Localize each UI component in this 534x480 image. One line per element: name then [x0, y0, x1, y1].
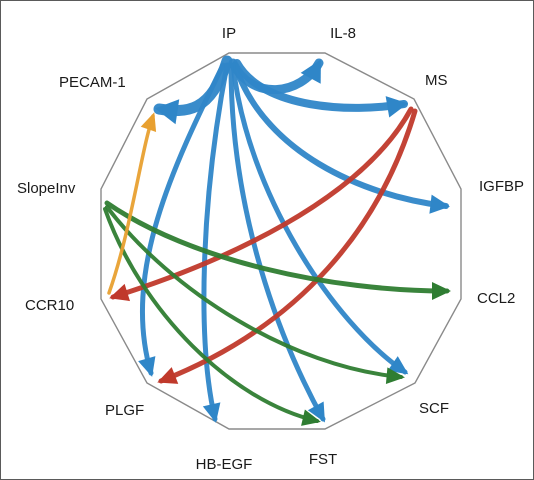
edge-line	[110, 106, 414, 300]
edge-line	[105, 205, 403, 379]
node-label-ccr10: CCR10	[25, 297, 74, 314]
edge-line	[107, 114, 155, 295]
arrowhead	[429, 194, 450, 214]
arrowhead	[138, 356, 156, 377]
node-label-ccl2: CCL2	[477, 290, 515, 307]
edge-line	[158, 108, 418, 384]
arrowhead	[155, 99, 180, 125]
node-label-igfbp: IGFBP	[479, 178, 524, 195]
edge-ip-to-plgf	[138, 62, 226, 377]
edge-line	[139, 62, 226, 376]
edge-line	[104, 200, 450, 294]
node-label-hbegf: HB-EGF	[196, 456, 253, 473]
arrowhead	[109, 283, 131, 302]
edge-layer	[103, 55, 451, 426]
arrowhead	[385, 96, 408, 118]
edge-slopeinv-to-ccl2	[104, 200, 451, 300]
edge-ip-to-scf	[230, 62, 409, 375]
node-label-plgf: PLGF	[105, 402, 144, 419]
edge-ip-to-pecam1	[153, 55, 233, 125]
node-label-slopeinv: SlopeInv	[17, 180, 76, 197]
node-label-il8: IL-8	[330, 25, 356, 42]
edge-slopeinv-to-scf	[105, 205, 405, 385]
edge-ip-to-hbegf	[201, 62, 230, 423]
edge-ms-to-ccr10	[109, 106, 414, 302]
edge-line	[232, 62, 449, 209]
arrowhead	[301, 409, 321, 426]
arrowhead	[307, 401, 325, 423]
node-label-fst: FST	[309, 451, 337, 468]
arrowhead	[140, 112, 157, 132]
node-label-pecam1: PECAM-1	[59, 74, 126, 91]
edge-ms-to-plgf	[157, 108, 418, 384]
arrowhead	[387, 356, 409, 375]
arrowhead	[432, 282, 451, 300]
arrowhead	[385, 367, 405, 385]
node-label-ms: MS	[425, 72, 448, 89]
arrowhead	[202, 402, 221, 423]
edge-ccr10-to-pecam1	[107, 112, 157, 295]
edge-line	[233, 59, 408, 112]
dodecagon-outline	[100, 52, 462, 430]
arrowhead	[157, 367, 179, 384]
edge-line	[230, 62, 408, 375]
arrowhead	[300, 59, 321, 84]
edge-ip-to-fst	[228, 62, 326, 423]
node-label-scf: SCF	[419, 400, 449, 417]
node-label-ip: IP	[222, 25, 236, 42]
edge-line	[228, 62, 326, 422]
edge-ip-to-igfbp	[232, 62, 450, 214]
edge-ip-to-ms	[233, 59, 408, 118]
